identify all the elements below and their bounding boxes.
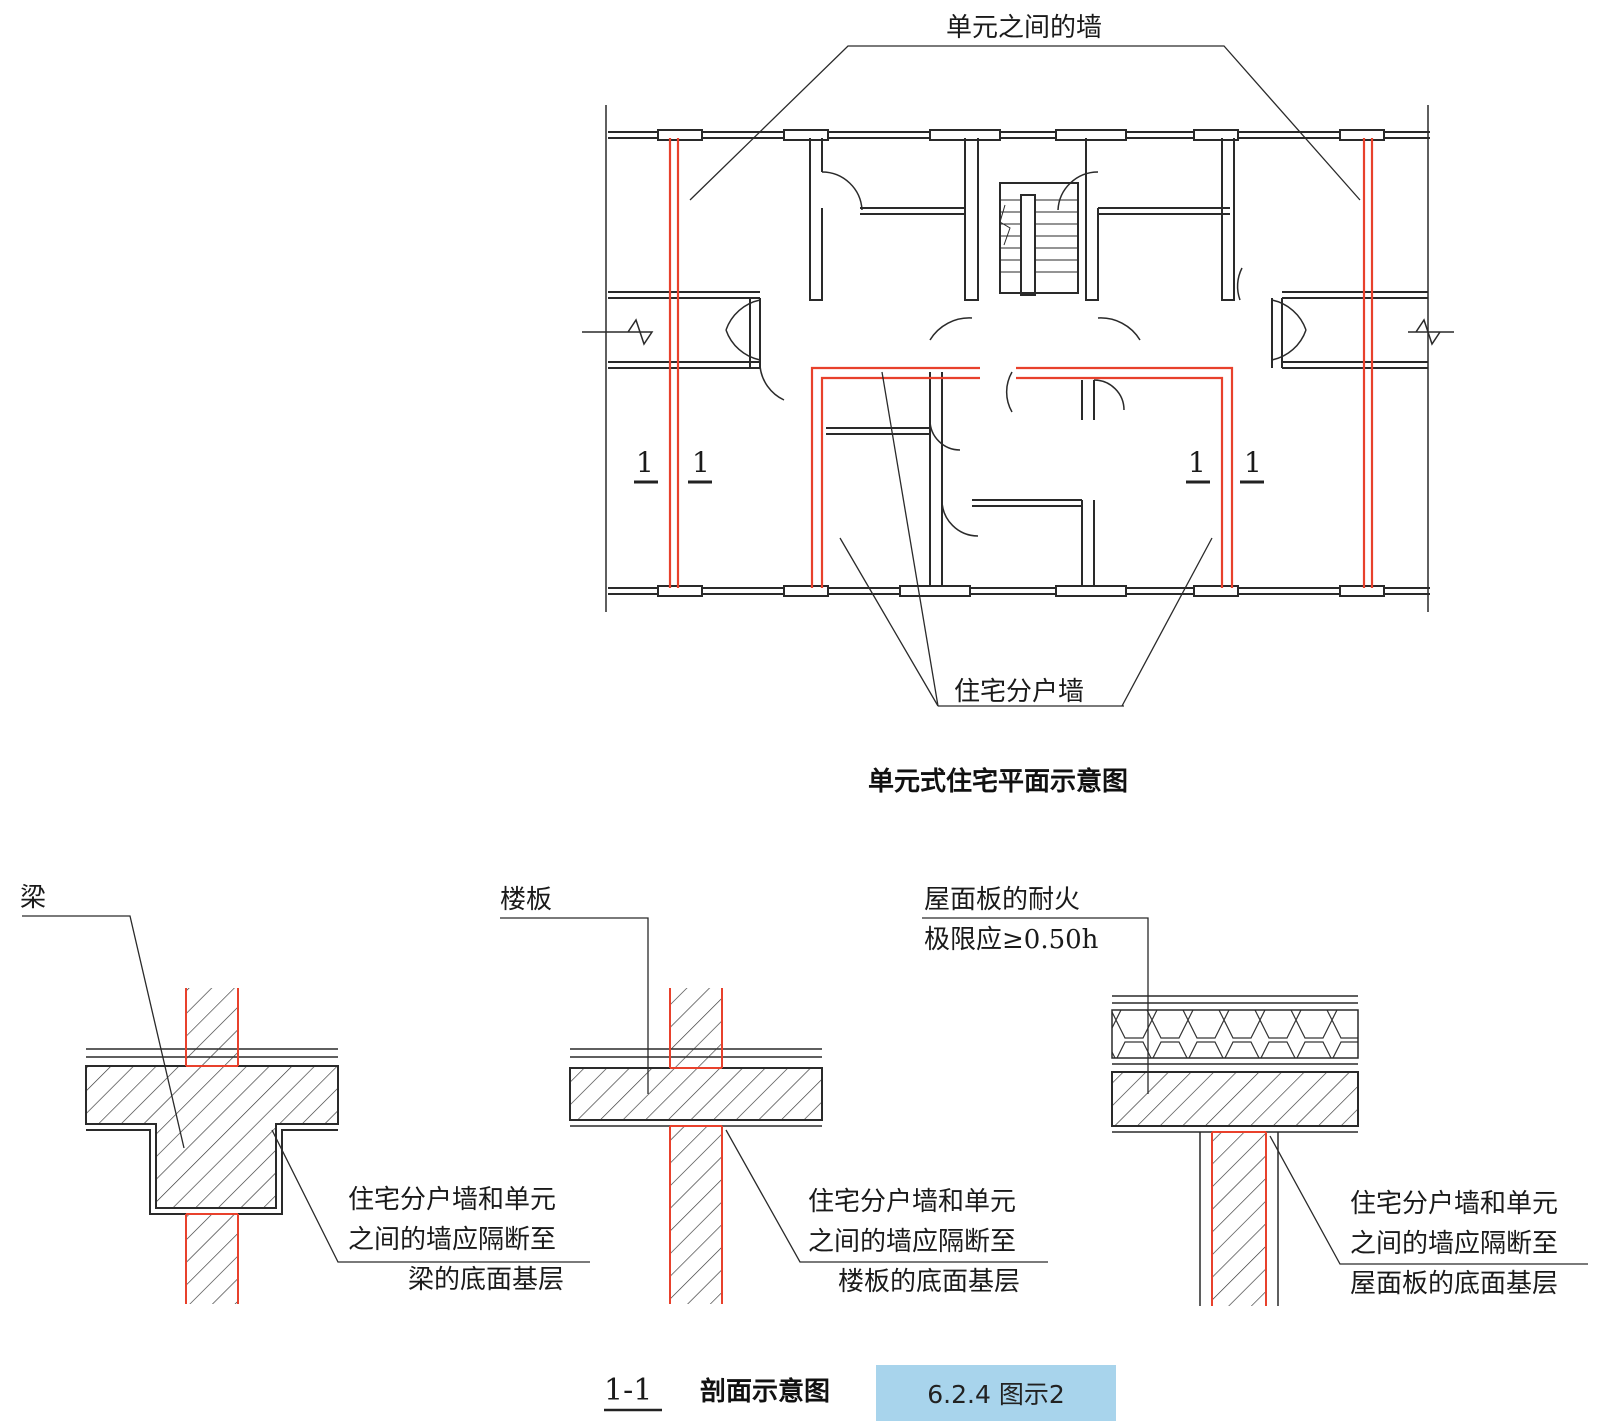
label-household-wall: 住宅分户墙 [954,677,1084,707]
household-wall-right [1016,366,1234,588]
floor-plan [582,105,1454,612]
label-floor: 楼板 [500,885,552,915]
figure-tag: 6.2.4 图示2 [927,1380,1065,1409]
section-floor [500,917,1048,1304]
section-beam [22,915,590,1304]
section-caption-mark: 1-1 [604,1373,652,1408]
household-wall-left [810,366,980,588]
label-unit-wall: 单元之间的墙 [946,13,1102,43]
plan-caption: 单元式住宅平面示意图 [868,766,1128,797]
roof-note-line1: 住宅分户墙和单元 [1350,1189,1558,1219]
floor-note-line1: 住宅分户墙和单元 [808,1187,1016,1217]
unit-wall-left [668,138,680,588]
label-roof-line2: 极限应≥0.50h [924,925,1099,955]
unit-wall-right [1362,138,1374,588]
figure-tag-bg [876,1365,1116,1421]
roof-note-line2: 之间的墙应隔断至 [1350,1229,1558,1259]
roof-note-line3: 屋面板的底面基层 [1350,1269,1558,1299]
label-roof-line1: 屋面板的耐火 [924,885,1080,915]
section-mark: 1 [636,446,654,479]
floor-note-line2: 之间的墙应隔断至 [808,1227,1016,1257]
section-caption: 剖面示意图 [700,1376,830,1407]
section-mark: 1 [1244,446,1262,479]
section-roof [922,917,1588,1306]
beam-note-line1: 住宅分户墙和单元 [348,1185,556,1215]
label-beam: 梁 [20,883,46,913]
section-mark: 1 [1188,446,1206,479]
floor-note-line3: 楼板的底面基层 [838,1267,1020,1297]
plan-leader-lines [689,45,1361,707]
beam-note-line2: 之间的墙应隔断至 [348,1225,556,1255]
beam-note-line3: 梁的底面基层 [408,1265,564,1295]
section-marks: 1 1 1 1 [634,446,1264,484]
section-mark: 1 [692,446,710,479]
